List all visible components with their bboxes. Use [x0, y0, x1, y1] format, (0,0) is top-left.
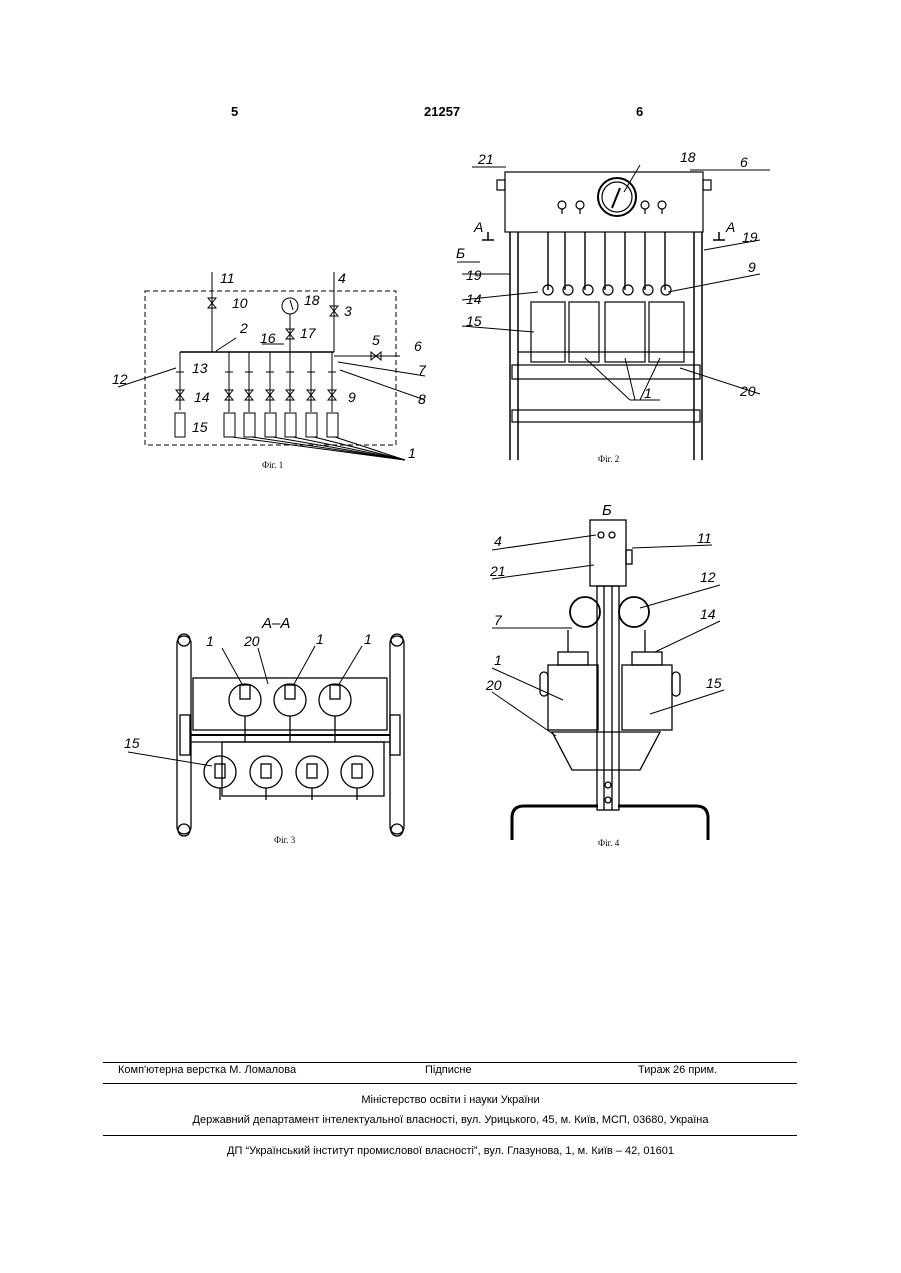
fig1-label: 13 [192, 360, 208, 376]
fig1-label: 18 [304, 292, 320, 308]
fig1-label: 16 [260, 330, 276, 346]
fig2-label: 18 [680, 149, 696, 165]
fig2-caption: Фіг. 2 [598, 454, 619, 464]
fig1-label: 14 [194, 389, 210, 405]
fig1-label: 2 [239, 320, 248, 336]
fig2-label: 19 [742, 229, 758, 245]
fig2-label: 19 [466, 267, 482, 283]
fig1-label: 12 [112, 371, 128, 387]
fig1-label: 6 [414, 338, 422, 354]
figure-1-schematic [118, 272, 425, 460]
fig1-label: 15 [192, 419, 208, 435]
fig4-label: 20 [485, 677, 502, 693]
fig3-section-title: А–А [261, 615, 290, 632]
fig3-label: 20 [243, 633, 260, 649]
fig4-caption: Фіг. 4 [598, 838, 620, 848]
fig1-label: 4 [338, 270, 346, 286]
fig3-label: 1 [316, 631, 324, 647]
fig3-label: 1 [206, 633, 214, 649]
ministry-line: Міністерство освіти і науки України [0, 1094, 901, 1106]
institute-line: ДП “Український інститут промислової вла… [0, 1145, 901, 1157]
fig1-label: 5 [372, 332, 380, 348]
figure-4-side-view [492, 520, 724, 840]
fig4-label: 11 [697, 530, 712, 546]
fig1-label: 1 [408, 445, 416, 461]
footer-rule-middle [103, 1083, 797, 1084]
fig2-label: 14 [466, 291, 482, 307]
department-line: Державний департамент інтелектуальної вл… [0, 1114, 901, 1126]
fig1-label: 9 [348, 389, 356, 405]
fig4-label: 14 [700, 606, 716, 622]
figure-3-section-view [128, 634, 404, 836]
fig4-label: 1 [494, 652, 502, 668]
fig1-label: 11 [220, 270, 235, 286]
print-run: Тираж 26 прим. [638, 1064, 717, 1076]
fig4-label: 15 [706, 675, 722, 691]
fig2-label: 15 [466, 313, 482, 329]
fig2-label: 1 [644, 385, 652, 401]
figure-2-front-view [457, 165, 770, 460]
fig2-label: Б [456, 245, 465, 261]
signed-note: Підписне [425, 1064, 472, 1076]
fig2-label: А [725, 219, 735, 235]
fig2-label: 20 [739, 383, 756, 399]
fig4-view-title: Б [602, 502, 612, 519]
fig1-label: 10 [232, 295, 248, 311]
fig2-label: 6 [740, 154, 748, 170]
fig4-label: 21 [489, 563, 506, 579]
fig1-label: 7 [418, 362, 427, 378]
fig1-label: 3 [344, 303, 352, 319]
fig4-label: 4 [494, 533, 502, 549]
fig1-caption: Фіг. 1 [262, 460, 283, 470]
fig1-label: 17 [300, 325, 317, 341]
figure-2-labels: 21 18 6 А А 19 Б 19 14 9 15 20 1 Фіг. 2 [456, 149, 758, 464]
fig2-label: А [473, 219, 483, 235]
fig2-label: 9 [748, 259, 756, 275]
footer-rule-top [103, 1062, 797, 1063]
fig2-label: 21 [477, 151, 494, 167]
fig3-label: 15 [124, 735, 140, 751]
fig4-label: 12 [700, 569, 716, 585]
fig3-label: 1 [364, 631, 372, 647]
fig4-label: 7 [494, 612, 503, 628]
fig3-caption: Фіг. 3 [274, 835, 296, 845]
footer-rule-bottom [103, 1135, 797, 1136]
fig1-label: 8 [418, 391, 426, 407]
typesetting-credit: Комп'ютерна верстка М. Ломалова [118, 1064, 296, 1076]
